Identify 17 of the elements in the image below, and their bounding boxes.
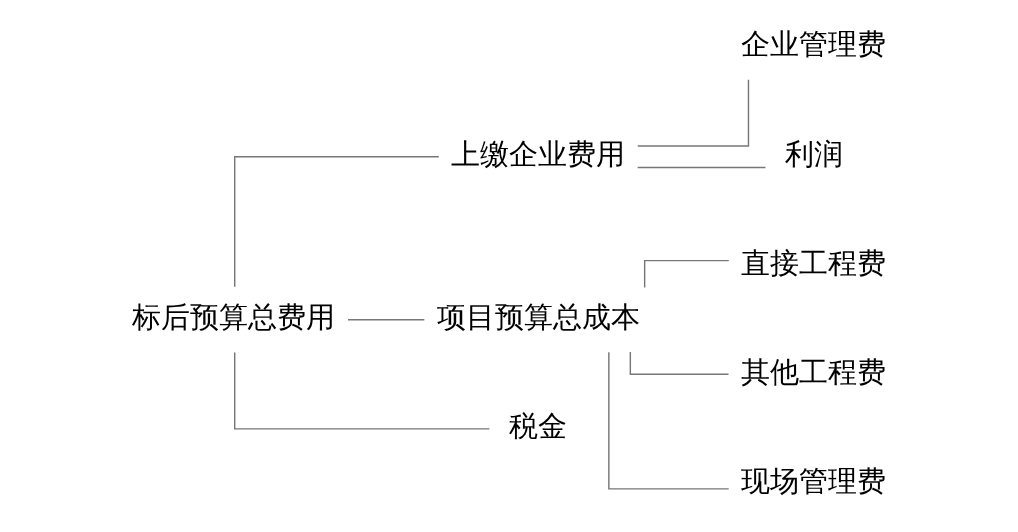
node-text: 企业管理费 <box>740 28 886 61</box>
node-text: 税金 <box>508 409 567 442</box>
connector <box>643 259 729 289</box>
node-text: 利润 <box>784 137 843 170</box>
node-text: 现场管理费 <box>740 465 886 498</box>
connector <box>346 319 425 321</box>
node-text: 上缴企业费用 <box>450 137 625 170</box>
node-text: 直接工程费 <box>740 246 886 279</box>
connector <box>233 156 439 288</box>
connector <box>636 166 766 169</box>
node-text: 其他工程费 <box>740 356 886 388</box>
node-text: 项目预算总成本 <box>436 300 640 333</box>
connector <box>607 351 729 490</box>
connector <box>629 351 729 375</box>
node-text: 标后预算总费用 <box>131 300 335 333</box>
connector <box>233 351 490 430</box>
connector <box>636 79 749 147</box>
